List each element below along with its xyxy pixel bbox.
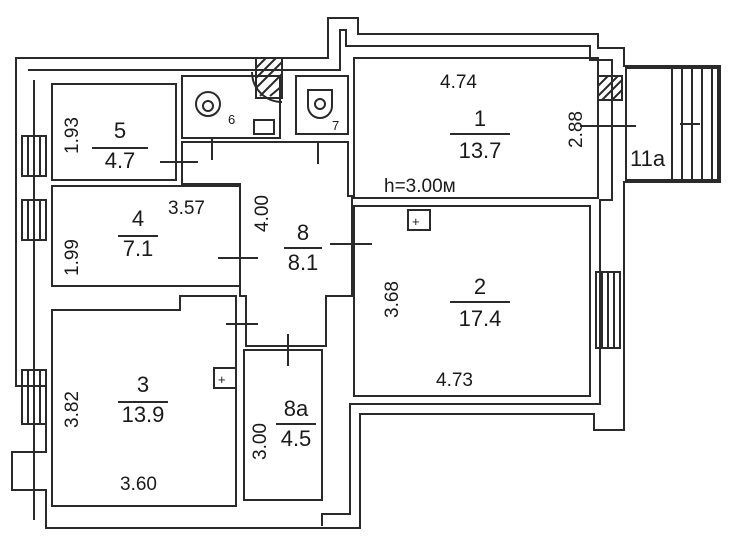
room-7-outline <box>295 75 349 135</box>
room-8-outline <box>181 141 353 347</box>
room-4-number: 4 <box>132 206 144 231</box>
room-2-number: 2 <box>474 274 486 299</box>
room-8a-outline <box>243 349 323 501</box>
dim-room1-depth: 2.88 <box>566 111 587 148</box>
column-hatch-lines <box>255 57 283 97</box>
window-east-glazing <box>601 272 615 348</box>
room-2-outline <box>353 205 591 397</box>
window-west-1-glazing <box>27 136 41 176</box>
radiator-room-3 <box>213 367 237 389</box>
outer-wall <box>11 17 721 529</box>
shaft-hatch-lines <box>597 75 623 101</box>
room-8a-area: 4.5 <box>281 426 312 451</box>
dim-room5-depth: 1.93 <box>62 117 83 154</box>
room-3-outline <box>51 295 237 507</box>
walls <box>11 17 721 529</box>
fixture-6 <box>253 119 275 135</box>
dim-room1-width: 4.74 <box>440 72 477 93</box>
room-6-label: 6 <box>228 112 235 127</box>
room-3-number: 3 <box>137 372 149 397</box>
room-4-area: 7.1 <box>123 236 154 261</box>
room-5-area: 4.7 <box>105 148 136 173</box>
dim-room2-depth: 3.68 <box>382 281 403 318</box>
dim-room8-length: 4.00 <box>252 195 273 232</box>
shaft-hatch <box>597 75 623 101</box>
radiator-room-3-plus: + <box>218 372 226 387</box>
room-1-area: 13.7 <box>459 138 502 163</box>
room-3-area: 13.9 <box>122 402 165 427</box>
dim-room4-width: 3.57 <box>168 198 205 219</box>
fixture-plus-signs: + + <box>218 214 420 387</box>
sink-6-drain <box>202 100 214 112</box>
room-1-outline <box>353 57 599 199</box>
window-west-3-glazing <box>27 370 41 424</box>
room-6-outline <box>181 75 281 139</box>
sink-6 <box>194 91 222 117</box>
room-8-area: 8.1 <box>288 250 319 275</box>
radiator-room-2 <box>407 209 431 231</box>
door-swing-6 <box>251 71 283 103</box>
room-2-area: 17.4 <box>459 306 502 331</box>
room-7-label: 7 <box>332 118 339 133</box>
dim-room2-width: 4.73 <box>436 370 473 391</box>
radiator-room-2-plus: + <box>412 214 420 229</box>
ceiling-height: h=3.00м <box>384 176 456 197</box>
room-5-outline <box>51 83 177 181</box>
dim-room4-depth: 1.99 <box>62 239 83 276</box>
dim-room3-width: 3.60 <box>120 474 157 495</box>
room-1-number: 1 <box>474 106 486 131</box>
window-west-2-glazing <box>27 200 41 240</box>
stair-arrow-line <box>580 123 700 127</box>
room-11a-label: 11a <box>630 146 666 171</box>
dim-room8a-depth: 3.00 <box>250 423 271 460</box>
toilet-7 <box>307 89 333 119</box>
inner-wall-line <box>28 29 613 526</box>
room-8a-number: 8a <box>284 396 309 421</box>
room-5-number: 5 <box>114 118 126 143</box>
dim-room3-depth: 3.82 <box>62 391 83 428</box>
room-8-number: 8 <box>297 220 309 245</box>
door-marks <box>92 133 510 425</box>
toilet-7-seat <box>314 98 326 110</box>
